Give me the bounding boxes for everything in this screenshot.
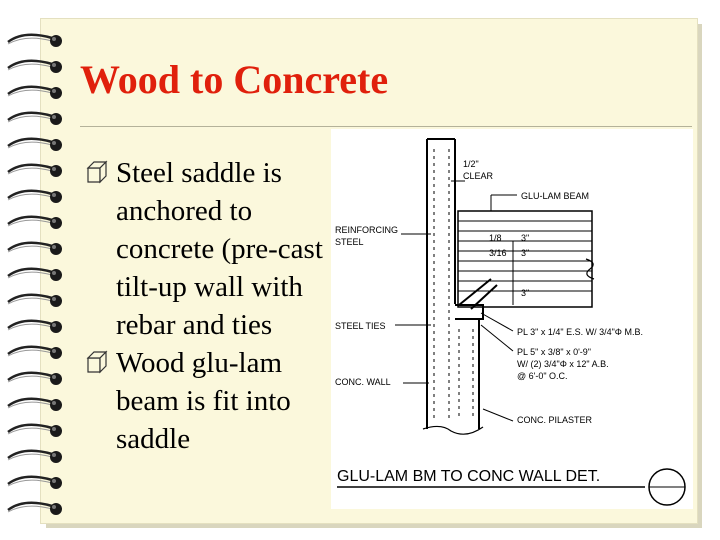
binding-ring-icon [7, 85, 62, 99]
concrete-wall [426, 138, 456, 429]
binding-ring-icon [7, 111, 62, 125]
title-divider [80, 126, 692, 127]
binding-ring-icon [7, 33, 62, 47]
binding-ring-icon [7, 397, 62, 411]
binding-ring-icon [7, 345, 62, 359]
detail-drawing-svg: 1/2" CLEAR GLU-LAM BEAM REINFORCING STEE… [335, 138, 686, 506]
slide-title: Wood to Concrete [80, 57, 389, 102]
plate-two-spacing-label: @ 6'-0" O.C. [517, 371, 568, 381]
box-bullet-icon [86, 160, 108, 184]
leader-lines [395, 180, 517, 422]
binding-ring-icon [7, 215, 62, 229]
clear-dim-label: 1/2" [463, 159, 479, 169]
beam-label: GLU-LAM BEAM [521, 191, 589, 201]
bullet-list: Steel saddle is anchored to concrete (pr… [86, 154, 331, 458]
bullet-item: Wood glu-lam beam is fit into saddle [86, 344, 331, 458]
conc-wall-label: CONC. WALL [335, 377, 391, 387]
bullet-text: Steel saddle is anchored to concrete (pr… [116, 157, 323, 341]
binding-ring-icon [7, 267, 62, 281]
reinforcing-label: REINFORCING [335, 225, 398, 235]
bullet-item: Steel saddle is anchored to concrete (pr… [86, 154, 331, 344]
binding-ring-icon [7, 163, 62, 177]
binding-ring-icon [7, 241, 62, 255]
dim-three-a: 3" [521, 233, 529, 243]
detail-title: GLU-LAM BM TO CONC WALL DET. [337, 468, 600, 485]
dim-three-c: 3" [521, 288, 529, 298]
steel-saddle [455, 278, 498, 320]
binding-ring-icon [7, 475, 62, 489]
steel-ties-label: STEEL TIES [335, 321, 386, 331]
dim-one-eighth: 1/8 [489, 233, 502, 243]
dim-three-sixteenths: 3/16 [489, 248, 507, 258]
binding-ring-icon [7, 137, 62, 151]
conc-pilaster-label: CONC. PILASTER [517, 415, 593, 425]
plate-two-label: PL 5" x 3/8" x 0'-9" [517, 347, 591, 357]
binding-ring-icon [7, 371, 62, 385]
glulam-beam [457, 210, 595, 308]
binding-ring-icon [7, 423, 62, 437]
clear-label: CLEAR [463, 171, 494, 181]
binding-ring-icon [7, 189, 62, 203]
binding-ring-icon [7, 449, 62, 463]
binding-ring-icon [7, 501, 62, 515]
plate-two-bolts-label: W/ (2) 3/4"Φ x 12" A.B. [517, 359, 609, 369]
binding-ring-icon [7, 293, 62, 307]
box-bullet-icon [86, 350, 108, 374]
bullet-text: Wood glu-lam beam is fit into saddle [116, 347, 291, 455]
binding-ring-icon [7, 59, 62, 73]
steel-label: STEEL [335, 237, 364, 247]
binding-ring-icon [7, 319, 62, 333]
dim-three-b: 3" [521, 248, 529, 258]
detail-drawing: 1/2" CLEAR GLU-LAM BEAM REINFORCING STEE… [331, 129, 693, 509]
plate-one-label: PL 3" x 1/4" E.S. W/ 3/4"Φ M.B. [517, 327, 643, 337]
pilaster [422, 318, 484, 435]
